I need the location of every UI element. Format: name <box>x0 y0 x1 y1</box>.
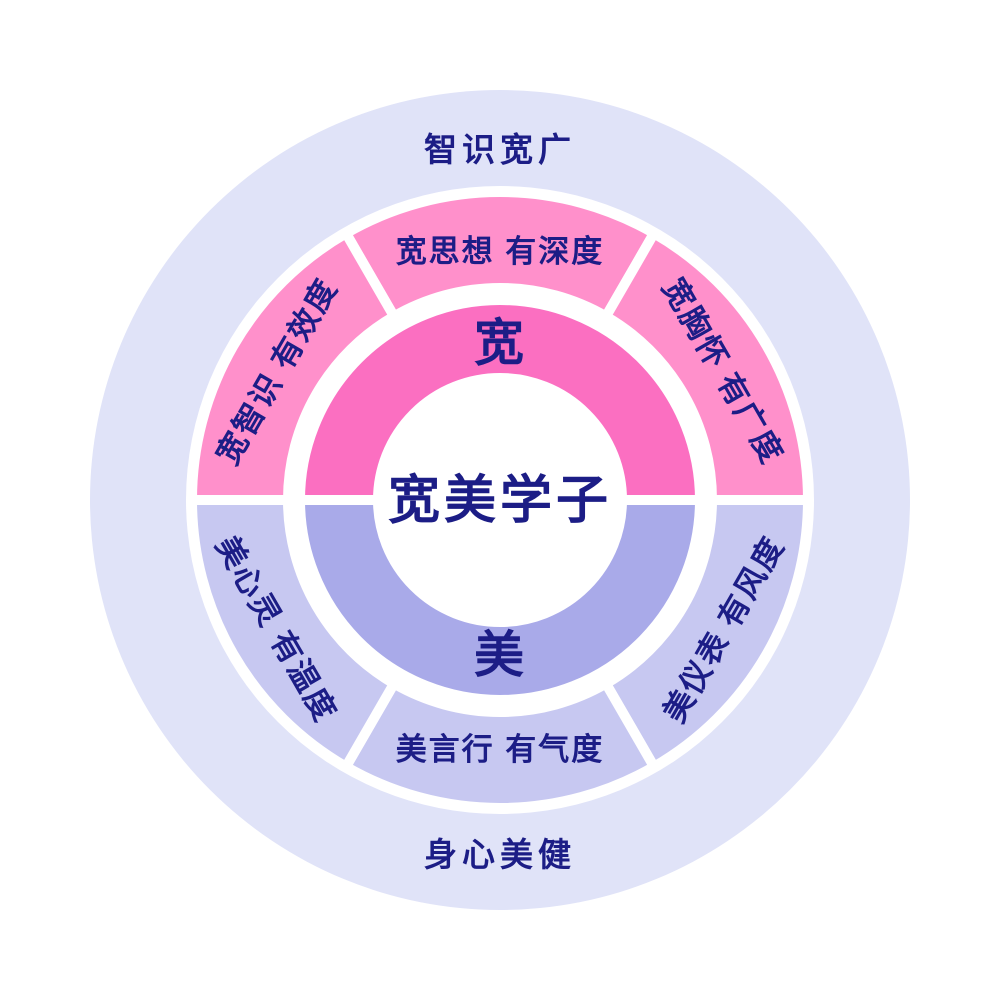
inner-ring-bottom-label: 美 <box>474 627 526 683</box>
segment-label-top: 宽思想 有深度 <box>396 234 605 269</box>
inner-ring-top-label: 宽 <box>474 315 526 371</box>
segment-label-bottom: 美言行 有气度 <box>396 732 605 767</box>
center-circle <box>377 377 623 623</box>
outer-label-top: 智识宽广 <box>424 131 576 168</box>
segment-upper-left <box>187 228 399 505</box>
outer-label-bottom: 身心美健 <box>424 836 576 873</box>
center-title: 宽美学子 <box>388 472 612 530</box>
